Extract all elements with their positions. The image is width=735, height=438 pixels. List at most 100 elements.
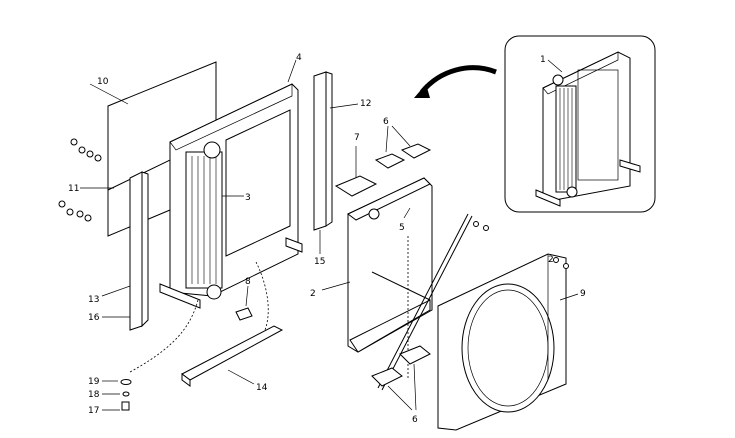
- callout-13: 13: [88, 295, 99, 305]
- arrow-head: [414, 84, 430, 98]
- curved-arrow-icon: [414, 65, 497, 98]
- inset-top-rail: [542, 51, 619, 95]
- bolt-e: [58, 200, 66, 208]
- leader-6b-1: [387, 385, 413, 411]
- inset-inlet: [552, 74, 564, 86]
- part-7-bracket: 7: [334, 133, 378, 197]
- rod-bolt-a: [473, 221, 479, 227]
- bolt-f: [66, 208, 74, 216]
- leader-4: [287, 59, 297, 83]
- callout-11: 11: [68, 184, 79, 194]
- route-dash-2: [255, 261, 269, 337]
- shroud-bolt-2: [563, 263, 569, 269]
- callout-2: 2: [310, 289, 316, 299]
- bolt-a: [70, 138, 78, 146]
- bolt-c: [86, 150, 94, 158]
- pad-6a: [374, 153, 406, 169]
- part-13-bracket: 13 16: [88, 171, 149, 331]
- foot-3: [159, 283, 201, 309]
- tie-rod-1b: [381, 215, 473, 391]
- frame-top-rail: [169, 83, 293, 151]
- part-2-radiator: 2 5: [310, 177, 433, 380]
- part-12-bracket: 12 15: [313, 71, 371, 267]
- callout-14: 14: [256, 383, 268, 393]
- bracket-12: [313, 71, 327, 231]
- callout-6-lower: 6: [412, 415, 418, 425]
- bracket-13-side: [141, 171, 149, 328]
- assembled-radiator-inset: 1: [504, 35, 656, 213]
- callout-9: 9: [580, 289, 586, 299]
- shroud-bolt: [553, 257, 559, 263]
- callout-18: 18: [88, 390, 100, 400]
- inlet-3: [203, 141, 221, 159]
- rod-bolt-b: [483, 225, 489, 231]
- leader-9: [559, 293, 579, 301]
- foot-3b: [285, 237, 303, 253]
- pad-6b: [400, 143, 432, 159]
- callout-7: 7: [354, 133, 360, 143]
- inset-foot-left: [535, 189, 561, 207]
- bolt-b: [78, 146, 86, 154]
- leader-10: [89, 83, 129, 105]
- tie-rod-2: [371, 271, 431, 301]
- washer-19: [120, 379, 132, 385]
- leader-6b-2: [413, 363, 417, 411]
- hardware-17-19: 19 18 17: [88, 377, 132, 416]
- leader-1: [547, 59, 563, 73]
- callout-16: 16: [88, 313, 100, 323]
- pad-6c: [371, 367, 403, 387]
- bracket-7: [334, 175, 378, 197]
- fitting-8: [235, 307, 253, 321]
- bolt-g: [76, 210, 84, 218]
- bracket-12-side: [325, 71, 333, 227]
- leader-5: [403, 207, 411, 219]
- part-3-radiator-frame: 3 4: [159, 53, 303, 309]
- pad-6d: [399, 345, 431, 365]
- tie-rod-1: [377, 213, 469, 389]
- leader-6a-1: [385, 125, 389, 153]
- inset-foot-right: [619, 159, 641, 173]
- outlet-3: [206, 284, 222, 300]
- tie-rods: [371, 213, 489, 391]
- shroud-9-ring-outer: [461, 283, 555, 413]
- radiator-2-bottom-tank: [349, 299, 431, 353]
- bar-14-end: [181, 373, 191, 387]
- callout-2-small: 2: [548, 255, 554, 265]
- callout-6-upper: 6: [383, 117, 389, 127]
- callout-19: 19: [88, 377, 100, 387]
- leader-2: [321, 281, 351, 291]
- callout-8: 8: [245, 277, 251, 287]
- callout-5: 5: [399, 223, 405, 233]
- bolt-17: [121, 401, 130, 411]
- hardware-cluster-upper: [70, 138, 102, 162]
- leader-12: [329, 103, 359, 109]
- callout-10: 10: [97, 77, 109, 87]
- callout-4: 4: [296, 53, 302, 63]
- leader-6a-2: [391, 125, 411, 147]
- bracket-13: [129, 171, 143, 331]
- callout-1: 1: [540, 55, 546, 65]
- radiator-2-top-tank: [347, 177, 431, 221]
- washer-18: [122, 391, 130, 397]
- part-6-pads-upper: 6: [374, 117, 432, 169]
- frame-window: [225, 109, 291, 257]
- part-14-bar: 14: [181, 325, 284, 393]
- hardware-cluster-lower: [58, 200, 92, 222]
- part-9-fan-shroud: 9 2: [437, 253, 586, 431]
- leader-13: [101, 285, 131, 297]
- inset-outlet: [566, 186, 578, 198]
- callout-15: 15: [314, 257, 325, 267]
- radiator-2-cap: [368, 208, 380, 220]
- route-dash-1: [129, 299, 199, 373]
- bolt-d: [94, 154, 102, 162]
- callout-3: 3: [245, 193, 251, 203]
- callout-12: 12: [360, 99, 371, 109]
- callout-17: 17: [88, 406, 99, 416]
- inset-core: [555, 85, 577, 193]
- inset-frame: [504, 35, 656, 213]
- leader-14: [227, 369, 255, 385]
- inset-frame-panel: [577, 69, 619, 181]
- part-6-pads-lower: 6: [371, 345, 431, 425]
- bolt-h: [84, 214, 92, 222]
